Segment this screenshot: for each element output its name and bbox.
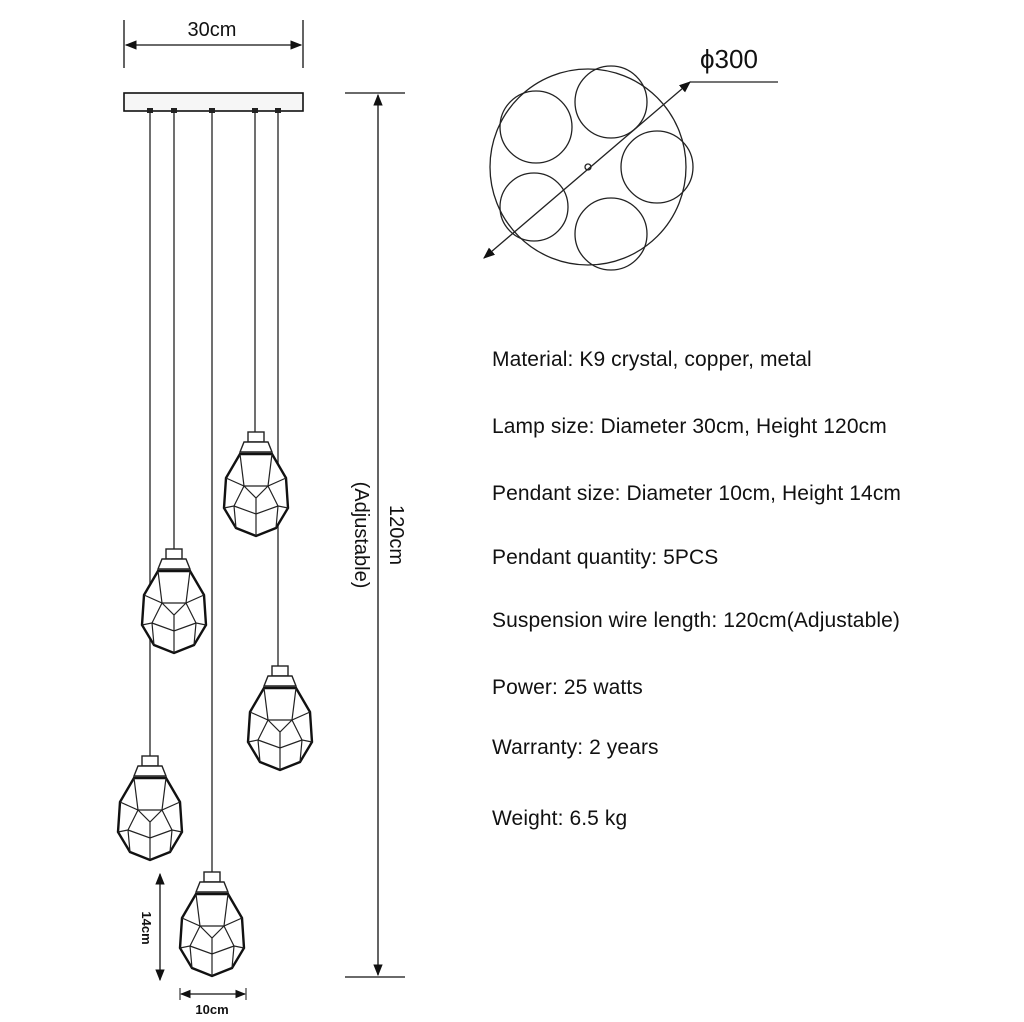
canopy-width-dimension: 30cm (123, 19, 304, 68)
specification-list: Material: K9 crystal, copper, metal Lamp… (492, 0, 1012, 1022)
spec-wire-length: Suspension wire length: 120cm(Adjustable… (492, 609, 900, 632)
height-label: 120cm (385, 505, 407, 565)
spec-warranty: Warranty: 2 years (492, 736, 659, 759)
spec-pendant-size: Pendant size: Diameter 10cm, Height 14cm (492, 482, 902, 505)
crystal-pendant-3 (246, 664, 314, 772)
spec-material: Material: K9 crystal, copper, metal (492, 348, 812, 371)
spec-lamp-size: Lamp size: Diameter 30cm, Height 120cm (492, 415, 887, 438)
canopy-diameter-label: ϕ300 (700, 44, 758, 74)
pendant-height-label: 14cm (139, 911, 154, 944)
suspension-wires (149, 111, 279, 874)
pendant-height-dimension: 14cm (139, 872, 165, 982)
canopy-top-view (483, 65, 778, 271)
canopy-width-label: 30cm (188, 19, 237, 41)
spec-pendant-quantity: Pendant quantity: 5PCS (492, 546, 719, 569)
adjustable-label: (Adjustable) (350, 482, 372, 589)
spec-power: Power: 25 watts (492, 676, 643, 699)
spec-weight: Weight: 6.5 kg (492, 807, 628, 830)
height-dimension: 120cm (Adjustable) (345, 92, 407, 978)
pendant-width-label: 10cm (195, 1002, 228, 1017)
crystal-pendant-4 (116, 754, 184, 862)
pendant-width-dimension: 10cm (179, 988, 247, 1017)
crystal-pendant-5 (178, 870, 246, 978)
crystal-pendant-2 (140, 547, 208, 655)
